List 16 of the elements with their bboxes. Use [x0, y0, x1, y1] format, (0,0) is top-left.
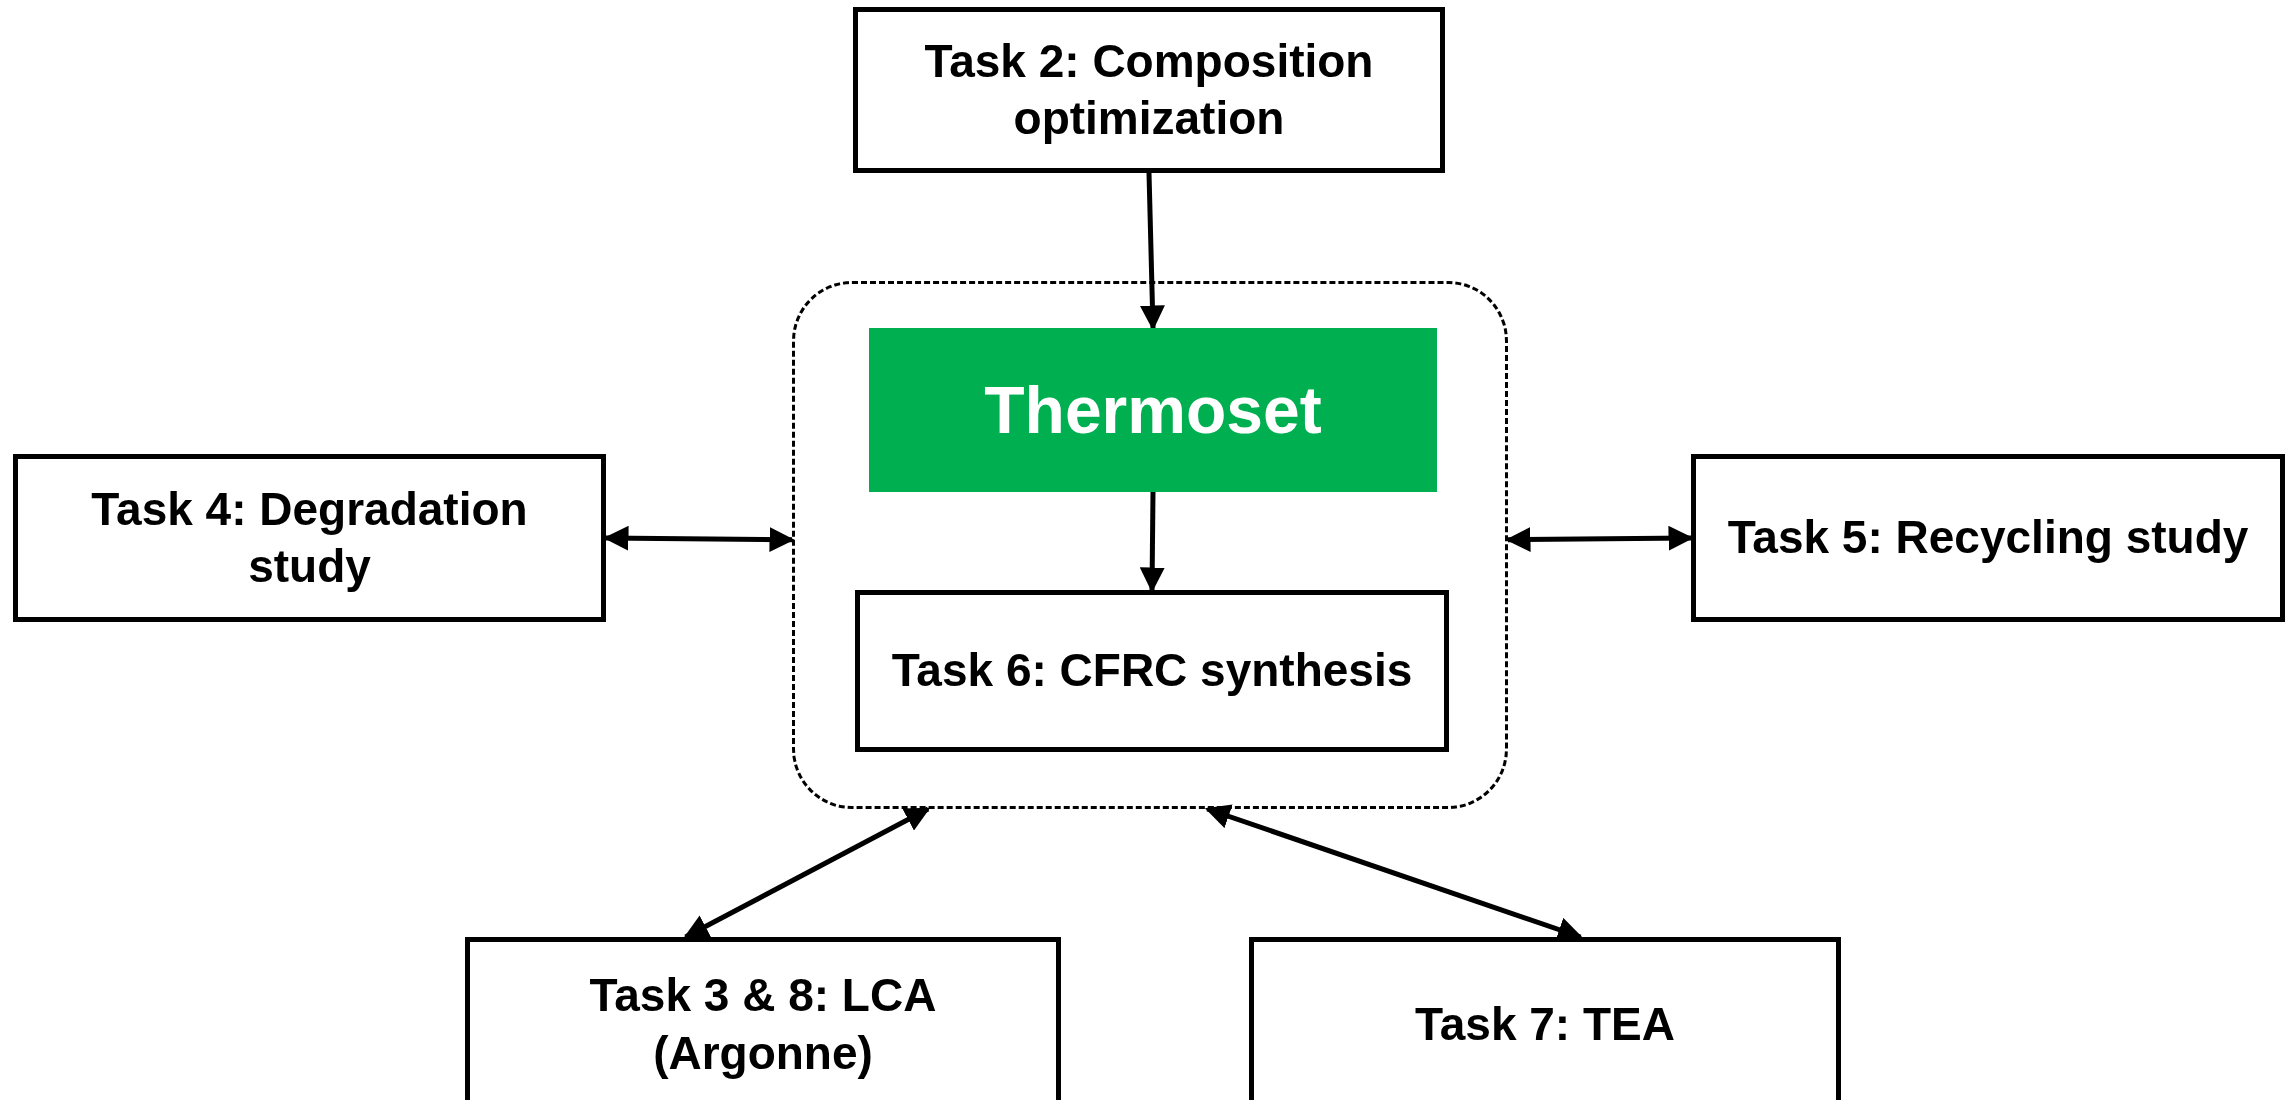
task-box: [1691, 454, 2285, 622]
task-label: Task 2: Composition optimization: [923, 33, 1375, 146]
task-box: [465, 937, 1061, 1100]
task-label: Task 4: Degradation study: [90, 481, 529, 594]
task-box: [855, 590, 1449, 752]
task-box: [1249, 937, 1841, 1100]
task-label: Thermoset: [983, 371, 1323, 449]
highlight-box: [869, 328, 1437, 492]
dashed-group-frame: [792, 281, 1508, 809]
arrow: [1139, 172, 1165, 331]
task-box: [13, 454, 606, 622]
task-box: [853, 7, 1445, 173]
task-label: Task 5: Recycling study: [1726, 510, 2250, 566]
task-label: Task 6: CFRC synthesis: [890, 643, 1414, 699]
task-label: Task 7: TEA: [1414, 996, 1676, 1052]
task-label: Task 3 & 8: LCA (Argonne): [588, 968, 938, 1081]
